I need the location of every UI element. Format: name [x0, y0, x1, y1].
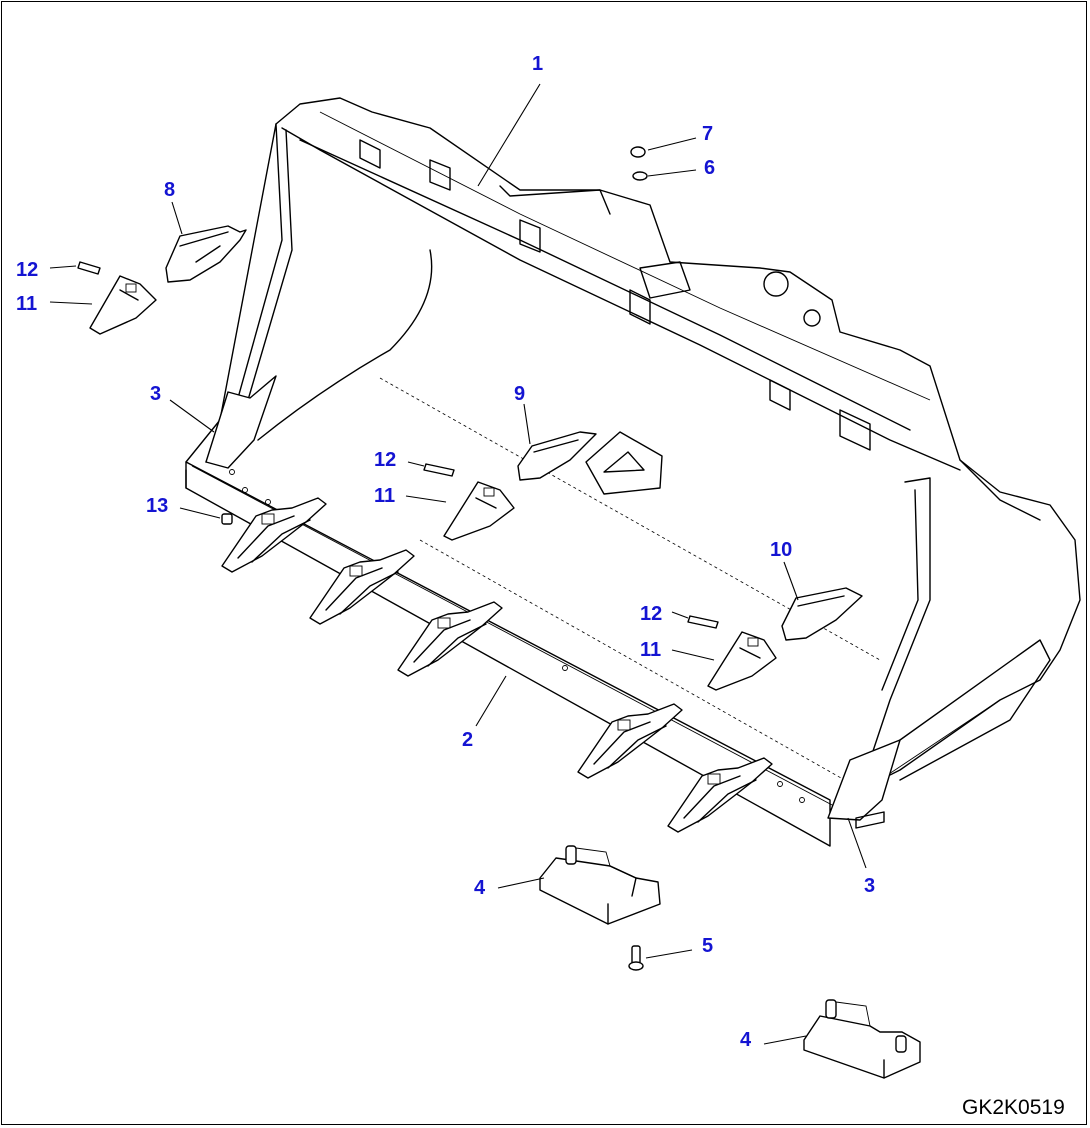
- bucket-tooth: [577, 703, 683, 779]
- callout-3-left: 3: [150, 383, 161, 405]
- callout-12-right: 12: [640, 603, 662, 625]
- leader-lines: [49, 83, 867, 1045]
- pin-part-12-upper: [77, 261, 101, 275]
- tooth-part-9: [517, 431, 663, 495]
- wear-plate-part-4-middle: [539, 845, 661, 925]
- callout-12-middle: 12: [374, 449, 396, 471]
- callout-11-right: 11: [640, 639, 661, 661]
- bolt-part-5: [628, 945, 644, 971]
- bucket-tooth: [397, 601, 503, 677]
- callout-3-right: 3: [864, 875, 875, 897]
- side-cutter-left: [205, 375, 277, 469]
- tooth-part-8: [165, 225, 247, 283]
- callout-10: 10: [770, 539, 792, 561]
- callout-9: 9: [514, 383, 525, 405]
- callout-13: 13: [146, 495, 168, 517]
- callout-5: 5: [702, 935, 713, 957]
- drawing-code: GK2K0519: [962, 1096, 1065, 1119]
- callout-4-lower: 4: [740, 1029, 752, 1051]
- wear-plate-part-4-lower: [803, 999, 921, 1079]
- bucket-tooth: [309, 549, 415, 625]
- adapter-part-11-right: [707, 631, 777, 691]
- pin-part-12-right: [687, 615, 719, 629]
- callout-8: 8: [164, 179, 175, 201]
- callout-11-upper: 11: [16, 293, 37, 315]
- adapter-part-11-middle: [443, 481, 515, 541]
- callout-7: 7: [702, 123, 713, 145]
- callout-6: 6: [704, 157, 715, 179]
- callout-11-middle: 11: [374, 485, 395, 507]
- bucket-tooth: [221, 497, 327, 573]
- washer-part-6: [632, 171, 648, 181]
- callout-4-middle: 4: [474, 877, 486, 899]
- side-cutter-right: [827, 739, 901, 829]
- tooth-part-10: [781, 587, 863, 641]
- callout-2: 2: [462, 729, 473, 751]
- adapter-part-11-upper: [89, 275, 157, 335]
- pin-part-12-middle: [423, 463, 455, 477]
- bucket-teeth: [221, 497, 773, 833]
- bucket-tooth: [667, 757, 773, 833]
- nut-part-7: [630, 146, 646, 158]
- plug-part-13: [221, 513, 233, 525]
- callout-12-upper: 12: [16, 259, 38, 281]
- callout-1: 1: [532, 53, 543, 75]
- callout-labels: 1 2 3 3 4 4 5 6 7 8 9 10 11 11 11 12 12 …: [16, 53, 875, 1051]
